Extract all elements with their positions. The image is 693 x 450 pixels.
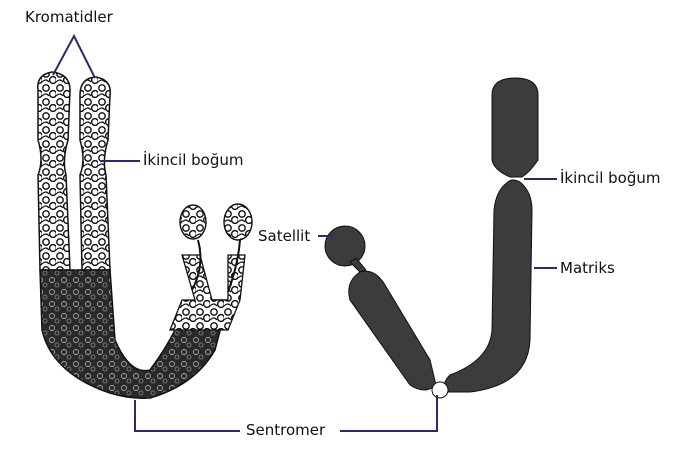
secondary-constriction-right-label: İkincil boğum: [560, 169, 661, 187]
chromatid-dark-base: [39, 269, 229, 399]
satellite-blob-2: [223, 203, 253, 241]
satellite: [324, 225, 366, 267]
centromere: [431, 381, 449, 399]
short-arm-body: [348, 270, 437, 391]
satellite-blob-1: [179, 204, 207, 240]
chromatids-label: Kromatidler: [25, 8, 113, 26]
long-arm-body: [444, 179, 533, 393]
short-arm-white: [169, 254, 246, 331]
chromatid-right-arm: [79, 76, 111, 271]
secondary-constriction-left-label: İkincil boğum: [143, 151, 244, 169]
leader-lines: [52, 33, 557, 432]
left-chromosome: [37, 71, 253, 399]
satellite-label: Satellit: [258, 227, 311, 245]
matrix-label: Matriks: [560, 259, 615, 277]
long-arm-top: [491, 77, 539, 178]
centromere-leader-right: [340, 395, 438, 432]
centromere-label: Sentromer: [246, 421, 326, 439]
chromatid-left-arm: [37, 71, 71, 271]
right-chromosome: [324, 77, 539, 399]
chromatids-leader: [52, 33, 96, 79]
centromere-leader-left: [134, 400, 240, 432]
